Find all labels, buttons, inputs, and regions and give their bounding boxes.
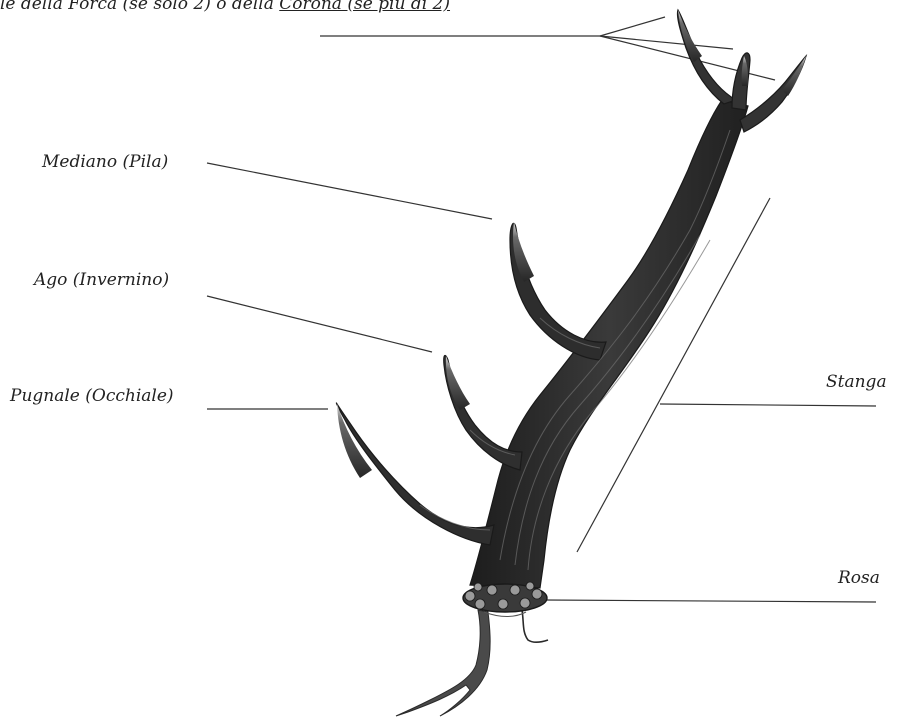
label-pugnale: Pugnale (Occhiale) <box>10 388 174 405</box>
crown-caption: le della Forca (se solo 2) o della Coron… <box>0 0 450 13</box>
crown-leader-tip-2 <box>600 36 733 49</box>
stanga-leader <box>660 404 876 406</box>
label-rosa: Rosa <box>838 570 880 587</box>
pedicle <box>396 610 548 716</box>
label-stanga: Stanga <box>826 374 887 391</box>
crown-caption-text: le della Forca (se solo 2) o della <box>0 0 279 14</box>
mediano-leader <box>207 163 492 219</box>
ago-leader <box>207 296 432 352</box>
crown-caption-underlined: Corona (se più di 2) <box>279 0 450 14</box>
rosa-leader <box>545 600 876 602</box>
label-ago: Ago (Invernino) <box>34 272 169 289</box>
crown-leader-tip-1 <box>600 17 665 36</box>
label-mediano: Mediano (Pila) <box>42 154 168 171</box>
antler-body <box>336 10 806 612</box>
